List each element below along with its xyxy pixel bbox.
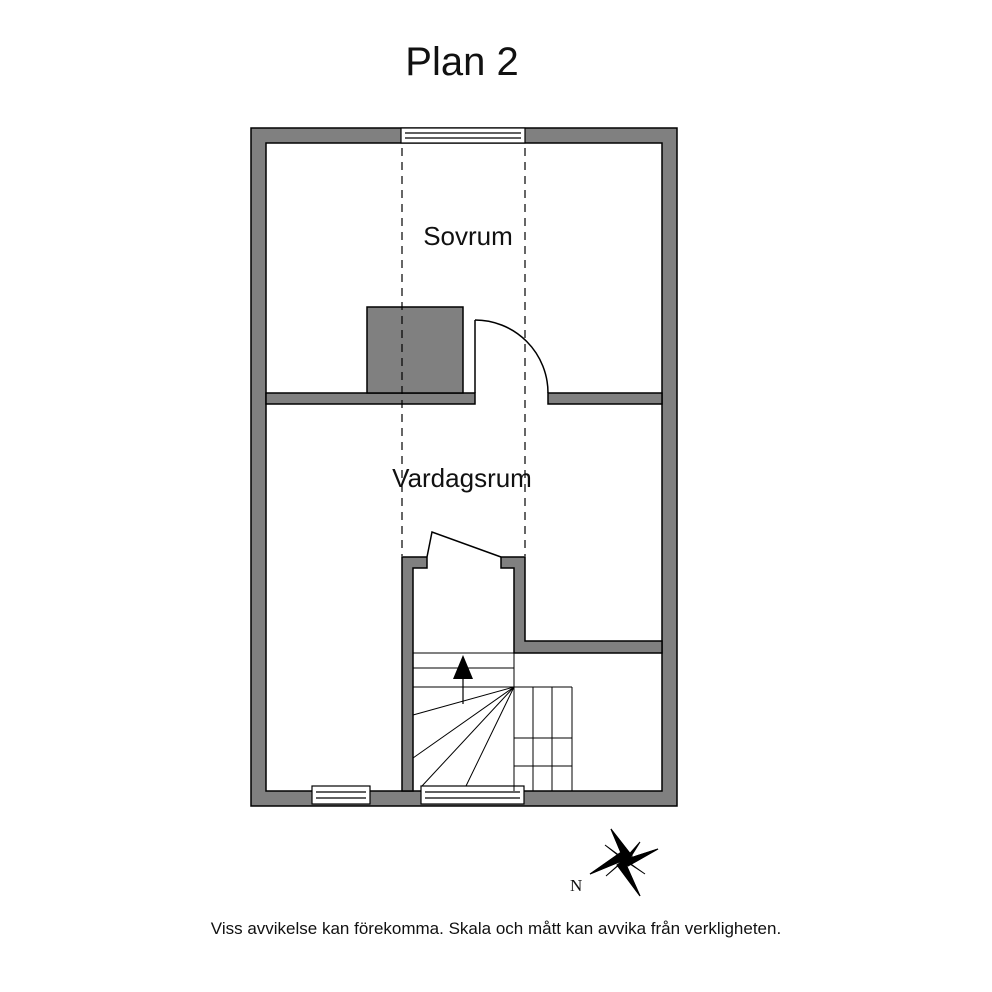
bedroom-door (474, 319, 549, 394)
stair-door (426, 530, 502, 558)
window-top (400, 127, 526, 144)
roof-slope-lines (401, 148, 526, 556)
stair-wall-right (500, 556, 663, 654)
compass-north-label: N (570, 876, 582, 895)
stair-direction-arrow (453, 655, 473, 704)
wall-bedroom-living-left (265, 392, 476, 405)
wall-bedroom-living-right (547, 392, 663, 405)
chimney-block (366, 306, 464, 394)
stair-wall-left (401, 556, 428, 792)
window-bottom-center (420, 785, 525, 805)
staircase (412, 652, 573, 791)
compass-icon (589, 828, 659, 897)
disclaimer-text: Viss avvikelse kan förekomma. Skala och … (210, 919, 782, 938)
window-bottom-left (311, 785, 371, 805)
room-label-living-room: Vardagsrum (392, 463, 532, 493)
room-label-bedroom: Sovrum (423, 221, 513, 251)
plan-title: Plan 2 (405, 40, 519, 84)
exterior-walls (250, 127, 678, 807)
